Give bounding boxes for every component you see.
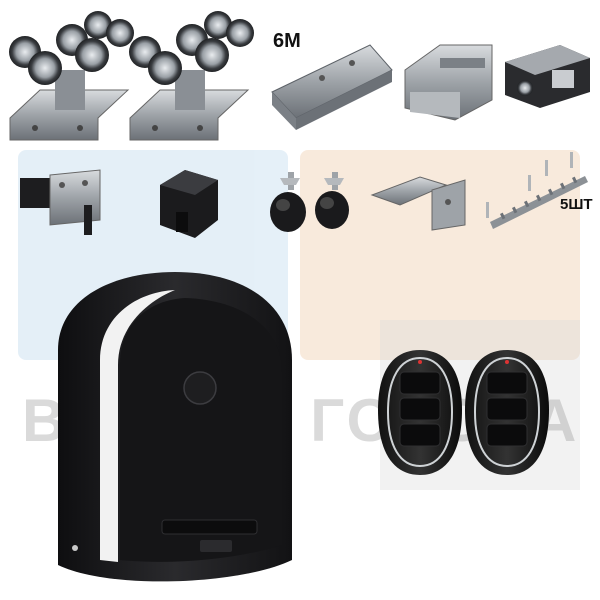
roller-carriage-1 — [9, 11, 134, 141]
rail-length-label: 6М — [273, 30, 301, 52]
roller-carriage-2 — [129, 11, 254, 141]
end-roller-bracket — [404, 44, 493, 121]
end-stopper — [505, 45, 590, 108]
catcher-bracket — [20, 169, 101, 235]
gate-motor — [58, 272, 292, 582]
mounting-bracket — [370, 176, 466, 231]
rack-quantity-label: 5ШТ — [560, 196, 593, 213]
rubber-end-cap — [160, 170, 218, 238]
remote-control-1 — [378, 350, 462, 475]
remote-control-2 — [465, 350, 549, 475]
gear-rack — [486, 152, 588, 229]
upper-guide-rollers — [270, 172, 349, 232]
guide-rail — [271, 44, 393, 130]
